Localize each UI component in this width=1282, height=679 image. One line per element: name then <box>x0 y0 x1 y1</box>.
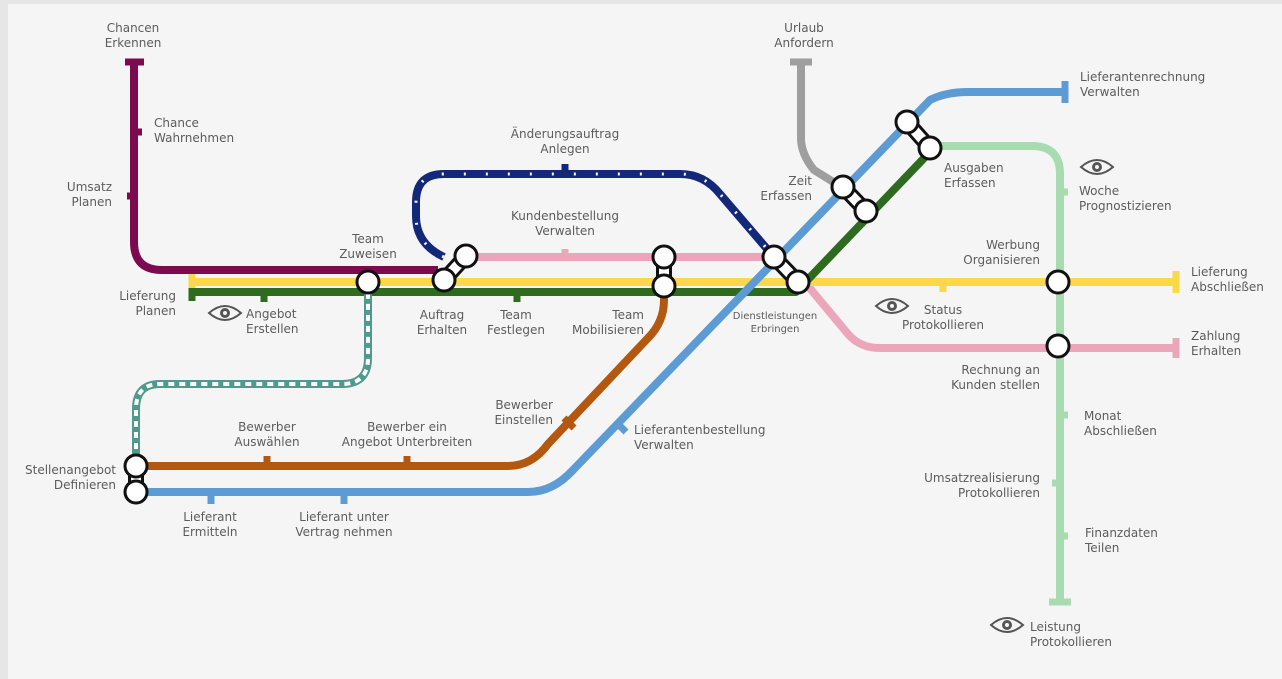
station-auftrag-erhalten-circle <box>431 267 457 293</box>
station-zeit-erfassen-circle <box>830 174 856 200</box>
eye-icon <box>1079 159 1115 175</box>
eye-icon <box>874 298 910 314</box>
blue-line <box>136 88 1068 496</box>
orange-line <box>136 288 668 470</box>
eye-icon <box>207 305 243 321</box>
station-werbung-organisieren <box>1045 269 1071 295</box>
blue-stop-tick <box>613 419 629 435</box>
mint-line <box>932 142 1064 602</box>
station-stellenangebot-circle <box>123 453 149 479</box>
station-dienstleistungen-circle <box>761 244 787 270</box>
orange-stop-tick <box>561 415 577 431</box>
station-team-zuweisen <box>355 269 381 295</box>
station-ausgaben-erfassen-circle <box>894 109 920 135</box>
gray-line <box>797 60 846 192</box>
purple-line <box>130 60 438 274</box>
pink-line-lower <box>804 283 1178 352</box>
station-rechnung <box>1045 333 1071 359</box>
teal-line-dash <box>134 286 370 460</box>
station-team-mobilisieren-circle <box>651 244 677 270</box>
station-ausgaben-erfassen-circle <box>917 135 943 161</box>
station-auftrag-erhalten-circle <box>453 243 479 269</box>
metro-map-lines <box>123 58 1180 606</box>
navy-line <box>412 170 778 261</box>
station-dienstleistungen-circle <box>785 269 811 295</box>
eye-icon <box>989 617 1025 633</box>
station-team-mobilisieren-circle <box>651 273 677 299</box>
station-zeit-erfassen-circle <box>853 198 879 224</box>
station-stellenangebot-circle <box>123 479 149 505</box>
